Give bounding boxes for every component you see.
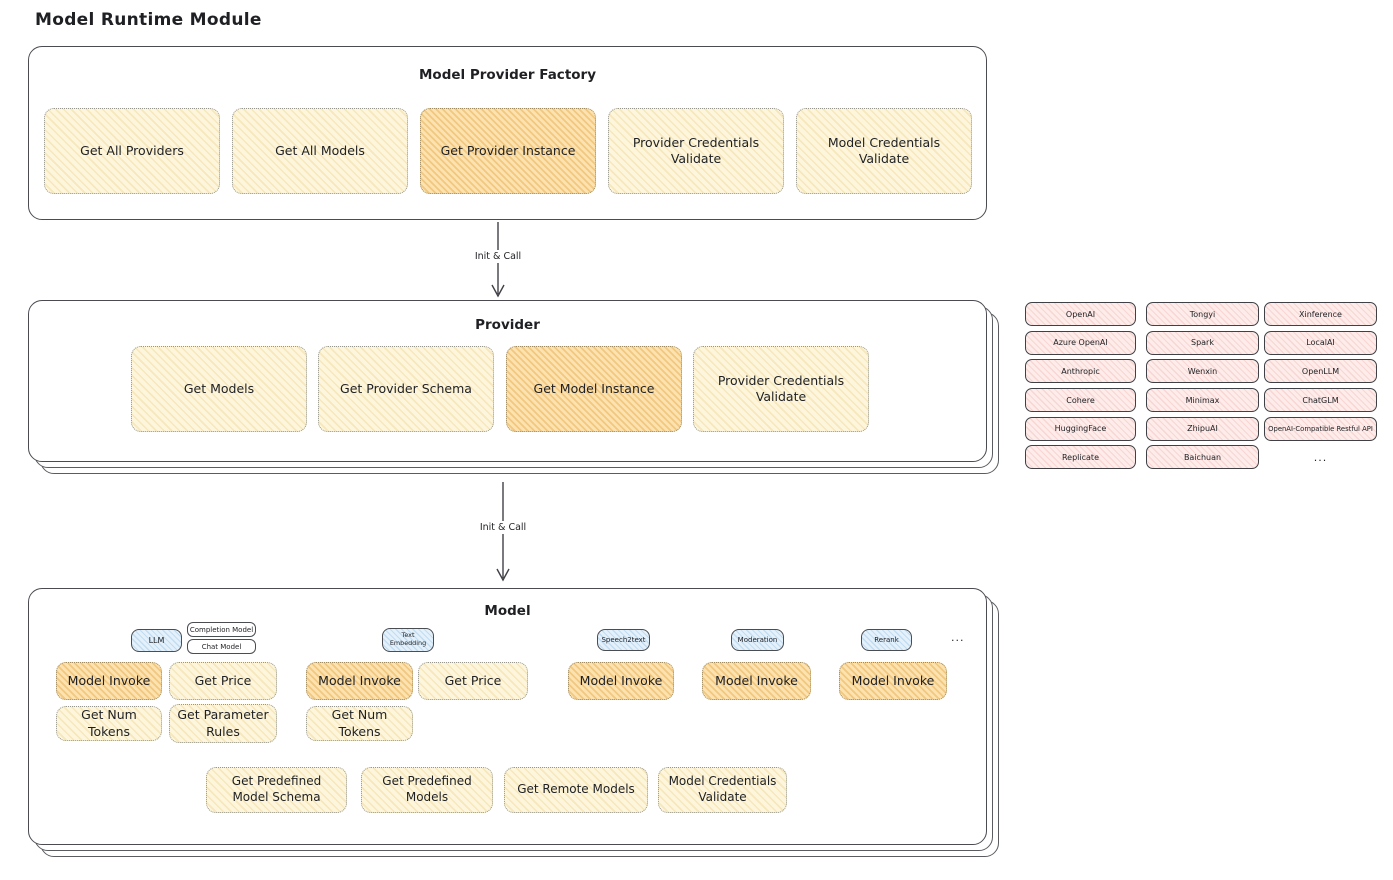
providers-more-ellipsis: ... — [1313, 450, 1328, 464]
model-tabs-ellipsis: ... — [951, 631, 965, 644]
subtab-chat-model: Chat Model — [187, 639, 256, 654]
provider-title: Provider — [475, 317, 540, 333]
provider-chip: Anthropic — [1025, 359, 1136, 384]
provider-chip: ZhipuAI — [1146, 416, 1259, 441]
provider-op-provider-credentials-validate: Provider Credentials Validate — [693, 346, 869, 432]
provider-chip: ChatGLM — [1264, 388, 1377, 413]
tab-rerank: Rerank — [861, 629, 912, 651]
provider-chip: Cohere — [1025, 388, 1136, 413]
provider-chip: Minimax — [1146, 388, 1259, 413]
op-model-invoke-moderation: Model Invoke — [702, 662, 811, 700]
factory-op-get-all-models: Get All Models — [232, 108, 408, 194]
factory-op-provider-credentials-validate: Provider Credentials Validate — [608, 108, 784, 194]
subtab-completion-model: Completion Model — [187, 622, 256, 637]
provider-chip: Azure OpenAI — [1025, 330, 1136, 355]
init-call-label-1: Init & Call — [458, 250, 538, 263]
factory-op-model-credentials-validate: Model Credentials Validate — [796, 108, 972, 194]
provider-chip: LocalAI — [1264, 330, 1377, 355]
op-get-parameter-rules: Get Parameter Rules — [169, 704, 277, 743]
provider-op-get-models: Get Models — [131, 346, 307, 432]
op-get-predefined-model-schema: Get Predefined Model Schema — [206, 767, 347, 813]
provider-chip: HuggingFace — [1025, 416, 1136, 441]
op-model-invoke-speech2text: Model Invoke — [568, 662, 674, 700]
factory-panel: Model Provider Factory Get All Providers… — [28, 46, 987, 220]
op-model-invoke-text-embedding: Model Invoke — [306, 662, 413, 700]
providers-column-1: OpenAI Azure OpenAI Anthropic Cohere Hug… — [1025, 302, 1136, 470]
providers-column-3: Xinference LocalAI OpenLLM ChatGLM OpenA… — [1264, 302, 1377, 469]
provider-chip: Replicate — [1025, 445, 1136, 470]
tab-text-embedding: Text Embedding — [382, 628, 434, 652]
provider-op-get-model-instance: Get Model Instance — [506, 346, 682, 432]
op-get-price-llm: Get Price — [169, 662, 277, 700]
providers-column-2: Tongyi Spark Wenxin Minimax ZhipuAI Baic… — [1146, 302, 1259, 470]
provider-panel: Provider Get Models Get Provider Schema … — [28, 300, 987, 462]
op-get-num-tokens-text-embedding: Get Num Tokens — [306, 706, 413, 741]
factory-title: Model Provider Factory — [418, 67, 597, 83]
factory-op-get-provider-instance: Get Provider Instance — [420, 108, 596, 194]
op-model-invoke-llm: Model Invoke — [56, 662, 162, 700]
provider-chip: Xinference — [1264, 302, 1377, 326]
op-model-credentials-validate: Model Credentials Validate — [658, 767, 787, 813]
provider-chip: OpenAI — [1025, 302, 1136, 326]
provider-op-get-provider-schema: Get Provider Schema — [318, 346, 494, 432]
page-title: Model Runtime Module — [35, 10, 262, 30]
tab-speech2text: Speech2text — [597, 629, 650, 651]
op-get-predefined-models: Get Predefined Models — [361, 767, 493, 813]
op-get-num-tokens-llm: Get Num Tokens — [56, 706, 162, 741]
provider-chip: Baichuan — [1146, 445, 1259, 470]
tab-moderation: Moderation — [731, 629, 784, 651]
op-get-price-text-embedding: Get Price — [418, 662, 528, 700]
provider-chip: OpenAI-Compatible Restful API — [1264, 416, 1377, 441]
tab-llm: LLM — [131, 629, 182, 652]
model-panel: Model LLM Completion Model Chat Model Te… — [28, 588, 987, 845]
provider-chip: Wenxin — [1146, 359, 1259, 384]
provider-chip: OpenLLM — [1264, 359, 1377, 384]
provider-chip: Spark — [1146, 330, 1259, 355]
factory-op-get-all-providers: Get All Providers — [44, 108, 220, 194]
model-title: Model — [484, 603, 531, 619]
op-get-remote-models: Get Remote Models — [504, 767, 648, 813]
provider-chip: Tongyi — [1146, 302, 1259, 326]
init-call-label-2: Init & Call — [463, 521, 543, 534]
op-model-invoke-rerank: Model Invoke — [839, 662, 947, 700]
